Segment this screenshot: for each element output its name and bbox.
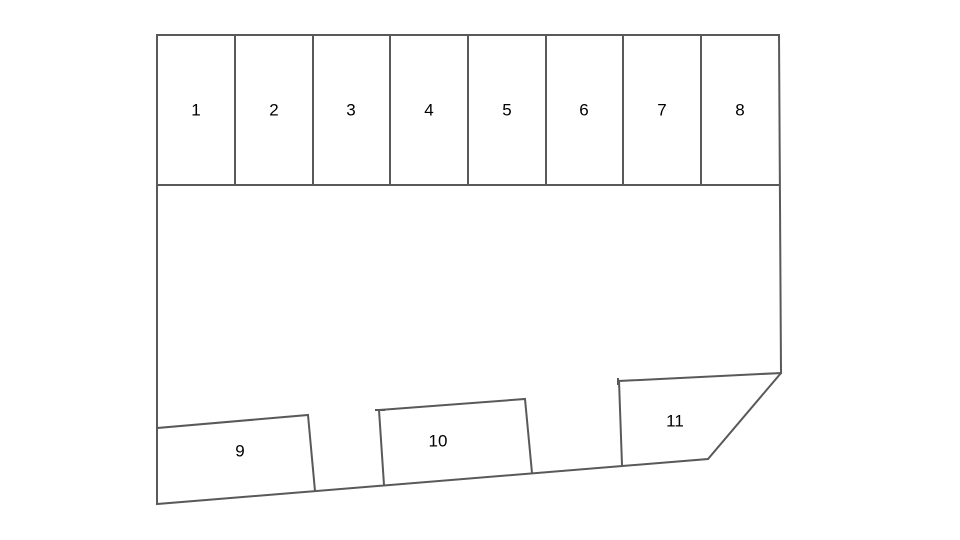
lot-label: 11: [666, 412, 684, 431]
lot-label: 3: [346, 101, 355, 120]
lot-label: 6: [579, 101, 588, 120]
lot-label: 4: [424, 101, 433, 120]
lot-11-outline: [617, 371, 783, 467]
lot-9-outline: [155, 413, 317, 493]
lot-label: 1: [191, 101, 200, 120]
lot-label: 9: [235, 442, 244, 461]
lot-label: 2: [269, 101, 278, 120]
lot-label: 5: [502, 101, 511, 120]
lot-label: 8: [735, 101, 744, 120]
site-boundary: [156, 34, 783, 506]
lot-10-outline: [377, 397, 534, 487]
lot-label: 7: [657, 101, 666, 120]
lot-label: 10: [429, 432, 448, 451]
